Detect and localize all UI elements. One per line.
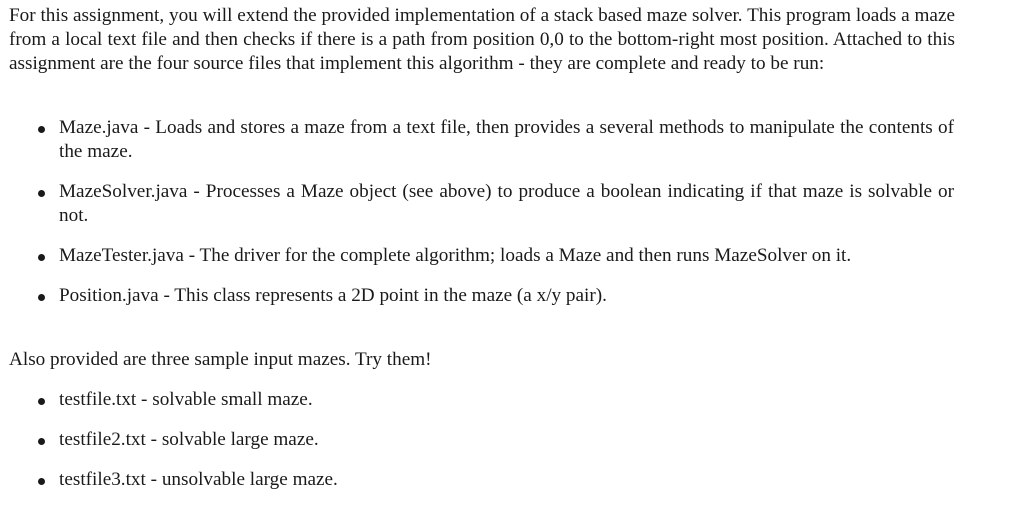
list-item-mazesolver-java: MazeSolver.java - Processes a Maze objec… [0,180,954,228]
list-item-text: MazeSolver.java - Processes a Maze objec… [59,181,954,226]
list-item-text: testfile3.txt - unsolvable large maze. [59,469,338,490]
bullet-icon [38,126,45,133]
list-item-testfile: testfile.txt - solvable small maze. [0,388,954,412]
list-item-testfile3: testfile3.txt - unsolvable large maze. [0,468,954,492]
bullet-icon [38,478,45,485]
list-item-position-java: Position.java - This class represents a … [0,284,954,308]
bullet-icon [38,190,45,197]
list-item-text: Maze.java - Loads and stores a maze from… [59,117,954,162]
bullet-icon [38,294,45,301]
source-files-list: Maze.java - Loads and stores a maze from… [0,116,960,308]
list-item-testfile2: testfile2.txt - solvable large maze. [0,428,954,452]
list-item-text: MazeTester.java - The driver for the com… [59,245,852,266]
list-item-text: testfile2.txt - solvable large maze. [59,429,319,450]
intro-paragraph: For this assignment, you will extend the… [9,5,955,74]
sample-mazes-paragraph: Also provided are three sample input maz… [9,349,432,370]
list-item-text: Position.java - This class represents a … [59,285,607,306]
bullet-icon [38,398,45,405]
list-item-text: testfile.txt - solvable small maze. [59,389,313,410]
bullet-icon [38,254,45,261]
bullet-icon [38,438,45,445]
list-item-maze-java: Maze.java - Loads and stores a maze from… [0,116,954,164]
list-item-mazetester-java: MazeTester.java - The driver for the com… [0,244,954,268]
sample-mazes-list: testfile.txt - solvable small maze. test… [0,388,960,508]
